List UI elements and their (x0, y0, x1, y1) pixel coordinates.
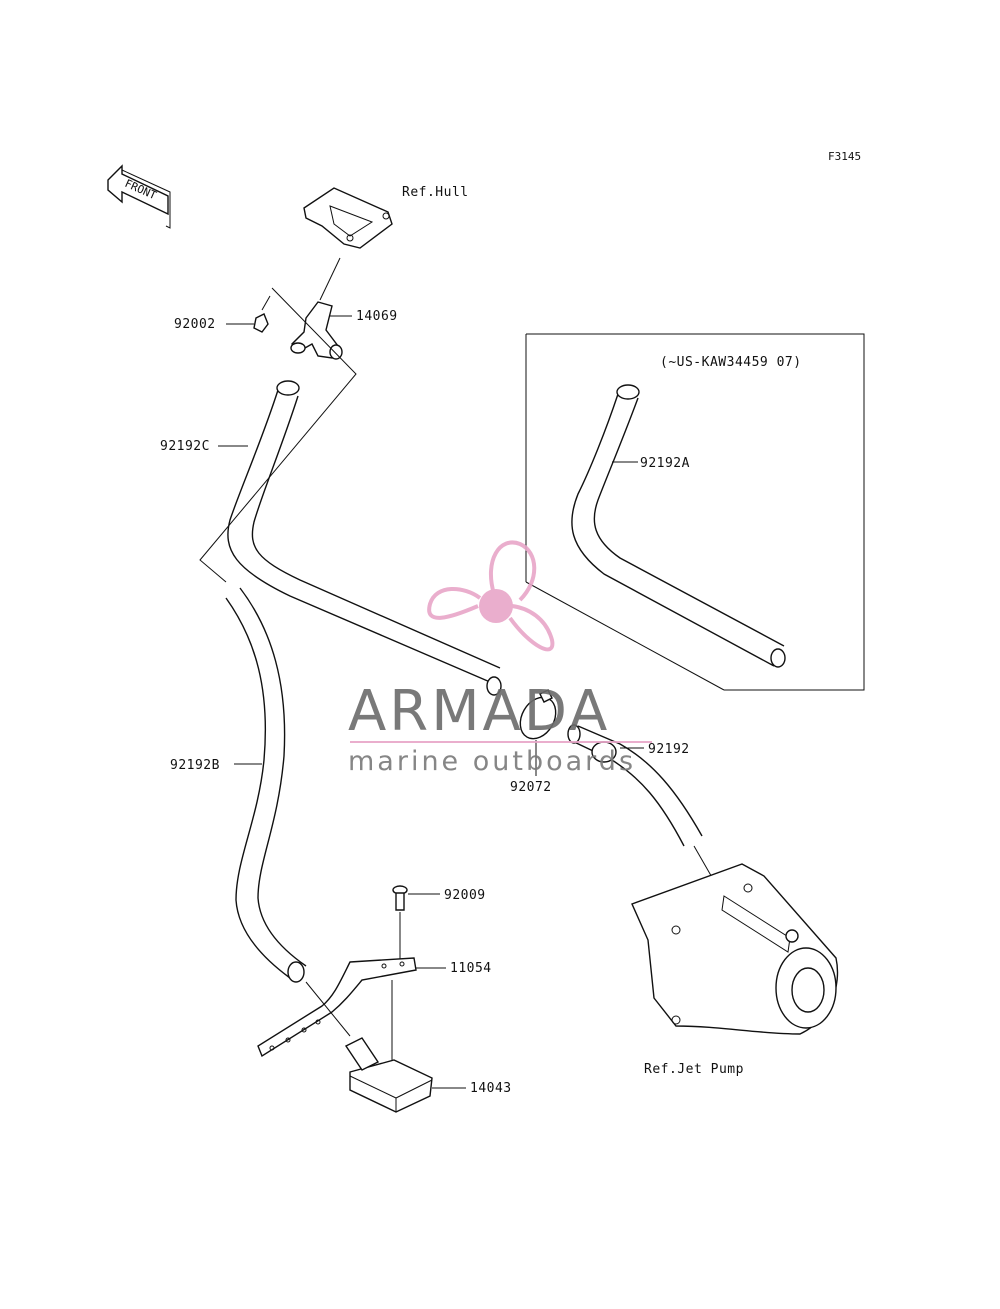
hose-92192B (225, 587, 307, 983)
ref-jet-pump-label: Ref.Jet Pump (644, 1062, 744, 1077)
fitting-14069 (290, 301, 343, 360)
callout-11054: 11054 (450, 961, 492, 976)
bracket-11054 (257, 957, 417, 1058)
callout-92192C: 92192C (160, 439, 210, 454)
callout-92192B: 92192B (170, 758, 220, 773)
callout-92192A: 92192A (640, 456, 690, 471)
propeller-logo-icon (427, 540, 555, 652)
diagram-code: F3145 (828, 150, 861, 163)
callout-92009: 92009 (444, 888, 486, 903)
ref-hull-label: Ref.Hull (402, 185, 469, 200)
bolt-92009 (392, 885, 408, 911)
callout-92002: 92002 (174, 317, 216, 332)
strainer-14043 (344, 1037, 433, 1113)
clamp-92072 (519, 689, 557, 740)
watermark-brand: ARMADA (348, 679, 610, 744)
version-note: (~US-KAW34459 07) (660, 355, 802, 370)
callout-92192: 92192 (648, 742, 690, 757)
hose-92192C (227, 380, 502, 696)
jet-pump (631, 863, 839, 1035)
callout-92072: 92072 (510, 780, 552, 795)
callout-14043: 14043 (470, 1081, 512, 1096)
armada-watermark: ARMADA marine outboards (348, 540, 652, 777)
front-arrow-icon: FRONT (107, 164, 171, 229)
variant-inset-box (525, 333, 865, 691)
clip-92002 (253, 295, 271, 333)
hull-bracket (303, 187, 393, 249)
callout-14069: 14069 (356, 309, 398, 324)
watermark-tagline: marine outboards (348, 746, 636, 777)
hose-92192A (571, 384, 786, 668)
